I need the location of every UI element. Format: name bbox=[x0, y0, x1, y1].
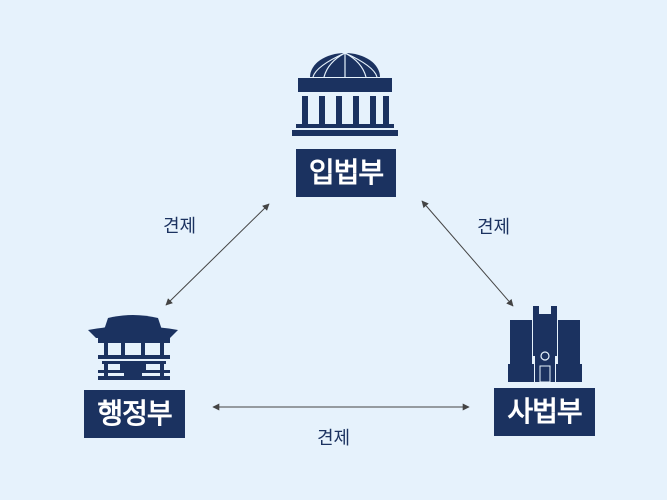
arrow-legislative-judicial bbox=[421, 200, 514, 307]
executive-label: 행정부 bbox=[84, 390, 185, 438]
judicial-label: 사법부 bbox=[494, 388, 595, 436]
arrow-legislative-executive bbox=[165, 203, 270, 306]
edge-label-legislative-executive: 견제 bbox=[163, 216, 197, 237]
edge-label-legislative-judicial: 견제 bbox=[477, 217, 511, 238]
edge-label-executive-judicial: 견제 bbox=[317, 428, 351, 449]
legislative-label: 입법부 bbox=[296, 149, 396, 197]
